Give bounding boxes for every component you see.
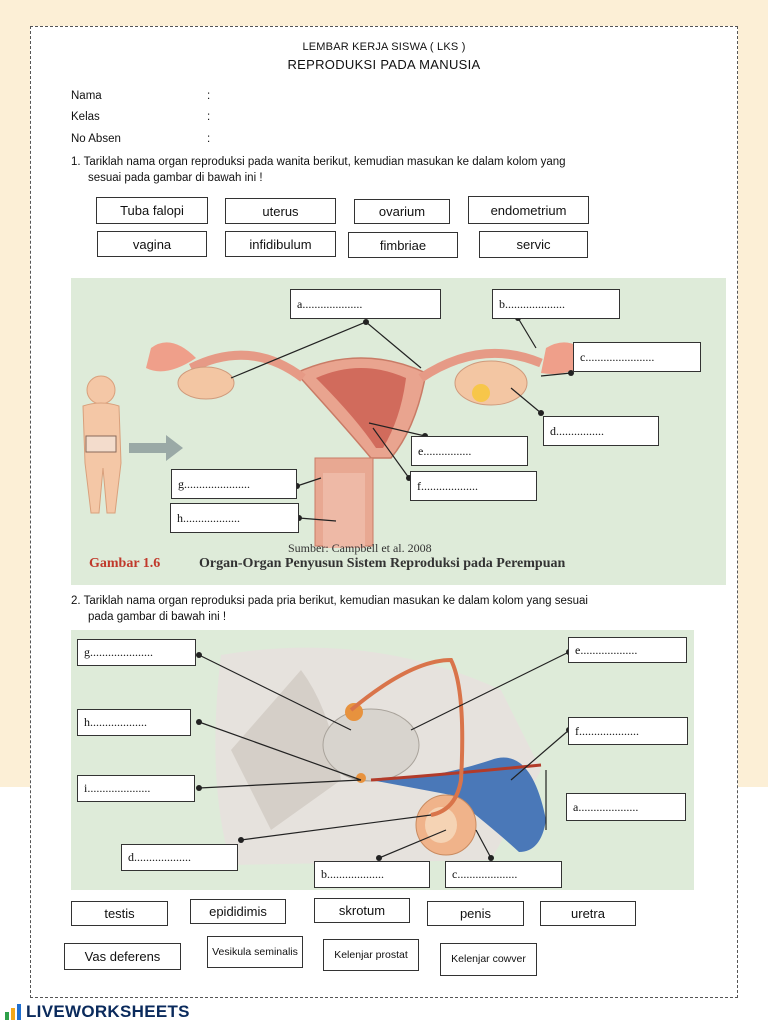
word-penis[interactable]: penis [427,901,524,926]
word-vesikula-seminalis[interactable]: Vesikula seminalis [207,936,303,968]
male-label-a[interactable]: a.................... [566,793,686,821]
female-label-a[interactable]: a.................... [290,289,441,319]
female-label-e[interactable]: e................ [411,436,528,466]
female-label-b[interactable]: b.................... [492,289,620,319]
question-1-line-1: 1. Tariklah nama organ reproduksi pada w… [71,156,566,168]
word-kelenjar-prostat[interactable]: Kelenjar prostat [323,939,419,971]
male-label-e[interactable]: e................... [568,637,687,663]
male-label-i[interactable]: i..................... [77,775,195,802]
absen-colon: : [207,133,211,145]
class-colon: : [207,111,211,123]
female-anatomy-illustration [82,315,591,548]
male-label-d[interactable]: d................... [121,844,238,871]
worksheet-subtitle: REPRODUKSI PADA MANUSIA [287,57,481,72]
word-ovarium[interactable]: ovarium [354,199,450,224]
worksheet-title: LEMBAR KERJA SISWA ( LKS ) [302,41,466,53]
word-uterus[interactable]: uterus [225,198,336,224]
liveworksheets-brand: LIVEWORKSHEETS [26,1002,190,1021]
absen-label: No Absen [71,133,121,145]
word-skrotum[interactable]: skrotum [314,898,410,923]
word-endometrium[interactable]: endometrium [468,196,589,224]
female-label-g[interactable]: g...................... [171,469,297,499]
male-label-f[interactable]: f.................... [568,717,688,745]
word-uretra[interactable]: uretra [540,901,636,926]
question-2-line-2: pada gambar di bawah ini ! [88,611,227,623]
female-label-c[interactable]: c....................... [573,342,701,372]
figure-caption-number: Gambar 1.6 [89,556,161,571]
word-vagina[interactable]: vagina [97,231,207,257]
name-label: Nama [71,90,102,102]
female-label-h[interactable]: h................... [170,503,299,533]
figure-caption-text: Organ-Organ Penyusun Sistem Reproduksi p… [199,556,566,571]
word-kelenjar-cowver[interactable]: Kelenjar cowver [440,943,537,976]
male-anatomy-illustration [196,647,572,865]
word-epididimis[interactable]: epididimis [190,899,286,924]
male-label-c[interactable]: c.................... [445,861,562,888]
class-label: Kelas [71,111,100,123]
male-label-g[interactable]: g..................... [77,639,196,666]
word-testis[interactable]: testis [71,901,168,926]
question-2-line-1: 2. Tariklah nama organ reproduksi pada p… [71,595,588,607]
male-label-h[interactable]: h................... [77,709,191,736]
word-vas-deferens[interactable]: Vas deferens [64,943,181,970]
question-1-line-2: sesuai pada gambar di bawah ini ! [88,172,263,184]
figure-source: Sumber: Campbell et al. 2008 [288,541,432,555]
liveworksheets-logo[interactable]: LIVEWORKSHEETS [4,1002,190,1022]
word-fimbriae[interactable]: fimbriae [348,232,458,258]
female-reproductive-figure: a.................... b.................… [71,278,726,585]
name-colon: : [207,90,211,102]
word-servic[interactable]: servic [479,231,588,258]
male-reproductive-figure: g..................... h................… [71,630,694,890]
female-label-f[interactable]: f................... [410,471,537,501]
word-tuba-falopi[interactable]: Tuba falopi [96,197,208,224]
word-infidibulum[interactable]: infidibulum [225,231,336,257]
male-label-b[interactable]: b................... [314,861,430,888]
liveworksheets-icon [5,1004,21,1020]
female-label-d[interactable]: d................ [543,416,659,446]
